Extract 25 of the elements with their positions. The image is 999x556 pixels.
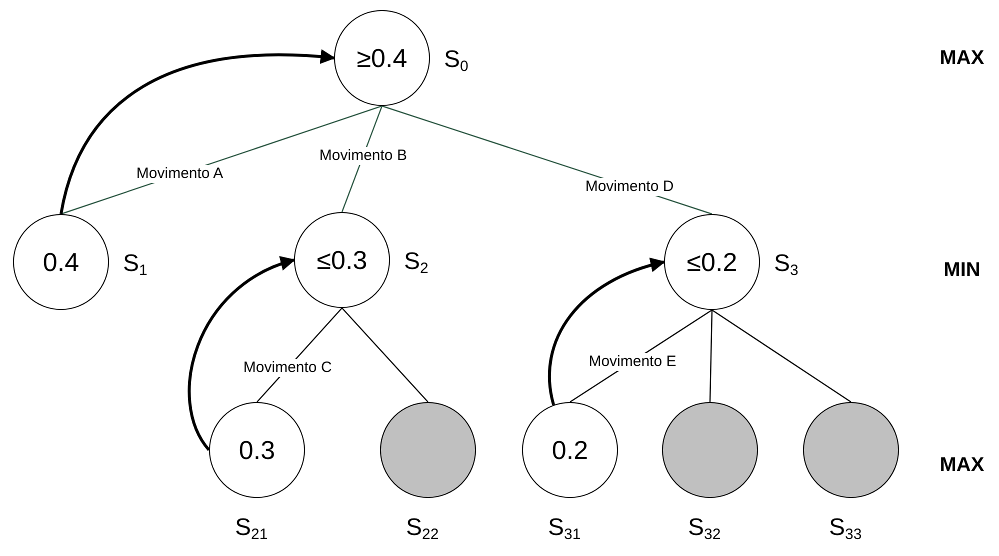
node-value: 0.4 [42,246,80,278]
curved-arrow [60,50,336,214]
state-name: S$_{22}$ [406,514,439,542]
curved-arrow [548,258,666,406]
state-name: S$_{0}$ [444,46,468,74]
node-value: 0.3 [238,434,276,466]
tree-line [709,310,713,402]
level-label: MAX [940,453,984,478]
state-name: S$_{1}$ [123,250,148,278]
node-value: ≤0.3 [316,244,368,276]
state-name: S$_{33}$ [829,514,862,542]
node-value: ≤0.2 [686,246,738,278]
level-label: MAX [940,46,984,71]
state-name: S$_{2}$ [404,248,428,276]
level-label: MIN [944,258,980,283]
node-value: ≥0.4 [356,42,408,74]
state-name: S$_{31}$ [548,514,581,542]
state-name: S$_{3}$ [774,250,798,278]
node-value: 0.2 [552,434,588,466]
edge-label: Movimento E [586,352,678,371]
state-name: S$_{21}$ [235,514,268,542]
tree-line [712,310,852,402]
curved-arrow [188,257,296,451]
tree-line [342,308,428,402]
state-name: S$_{32}$ [688,514,721,542]
